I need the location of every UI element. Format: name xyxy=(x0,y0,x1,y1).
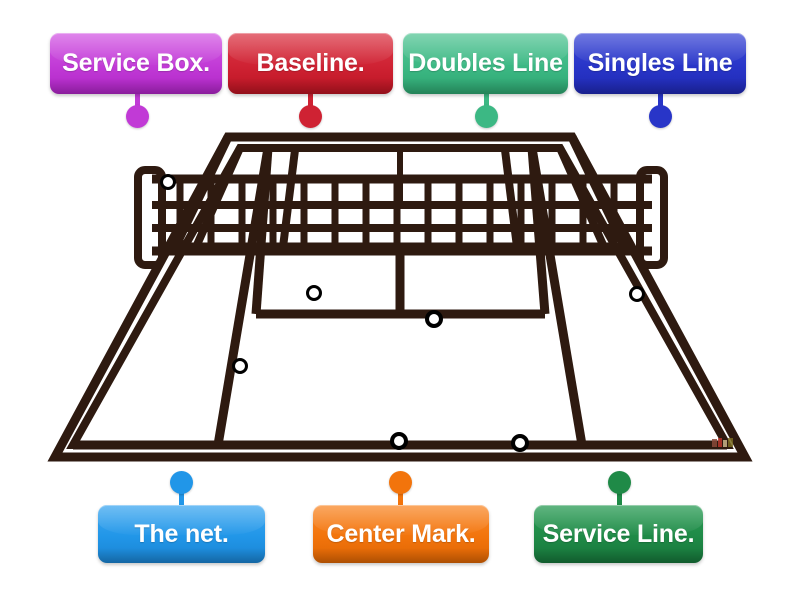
target-service-box[interactable] xyxy=(306,285,322,301)
label-chip-center-mark[interactable]: Center Mark. xyxy=(313,505,489,563)
label-chip-baseline[interactable]: Baseline. xyxy=(228,33,393,94)
target-net[interactable] xyxy=(160,174,176,190)
label-knob-singles-line[interactable] xyxy=(648,104,672,128)
label-text-center-mark: Center Mark. xyxy=(326,519,476,548)
label-connector-service-line xyxy=(616,489,622,506)
label-text-baseline: Baseline. xyxy=(256,49,365,77)
label-chip-doubles-line[interactable]: Doubles Line xyxy=(403,33,568,94)
label-text-service-box: Service Box. xyxy=(62,49,210,77)
label-knob-the-net[interactable] xyxy=(169,470,193,494)
label-knob-doubles-line[interactable] xyxy=(474,104,498,128)
target-baseline[interactable] xyxy=(511,434,529,452)
label-text-the-net: The net. xyxy=(134,519,229,548)
label-connector-service-box xyxy=(134,94,140,110)
label-connector-doubles-line xyxy=(483,94,489,110)
label-connector-baseline xyxy=(307,94,313,110)
label-chip-service-line[interactable]: Service Line. xyxy=(534,505,703,563)
label-text-service-line: Service Line. xyxy=(542,519,695,548)
label-text-singles-line: Singles Line xyxy=(587,49,733,77)
label-connector-the-net xyxy=(178,489,184,506)
label-text-doubles-line: Doubles Line xyxy=(408,49,563,77)
label-chip-singles-line[interactable]: Singles Line xyxy=(574,33,746,94)
target-center-mark[interactable] xyxy=(390,432,408,450)
watermark-speck xyxy=(712,438,733,447)
label-knob-service-box[interactable] xyxy=(125,104,149,128)
label-knob-center-mark[interactable] xyxy=(388,470,412,494)
label-knob-baseline[interactable] xyxy=(298,104,322,128)
target-doubles-line[interactable] xyxy=(232,358,248,374)
label-connector-center-mark xyxy=(397,489,403,506)
target-center-service-line[interactable] xyxy=(425,310,443,328)
label-connector-singles-line xyxy=(657,94,663,110)
label-chip-the-net[interactable]: The net. xyxy=(98,505,265,563)
label-knob-service-line[interactable] xyxy=(607,470,631,494)
label-chip-service-box[interactable]: Service Box. xyxy=(50,33,222,94)
target-singles-line[interactable] xyxy=(629,286,645,302)
